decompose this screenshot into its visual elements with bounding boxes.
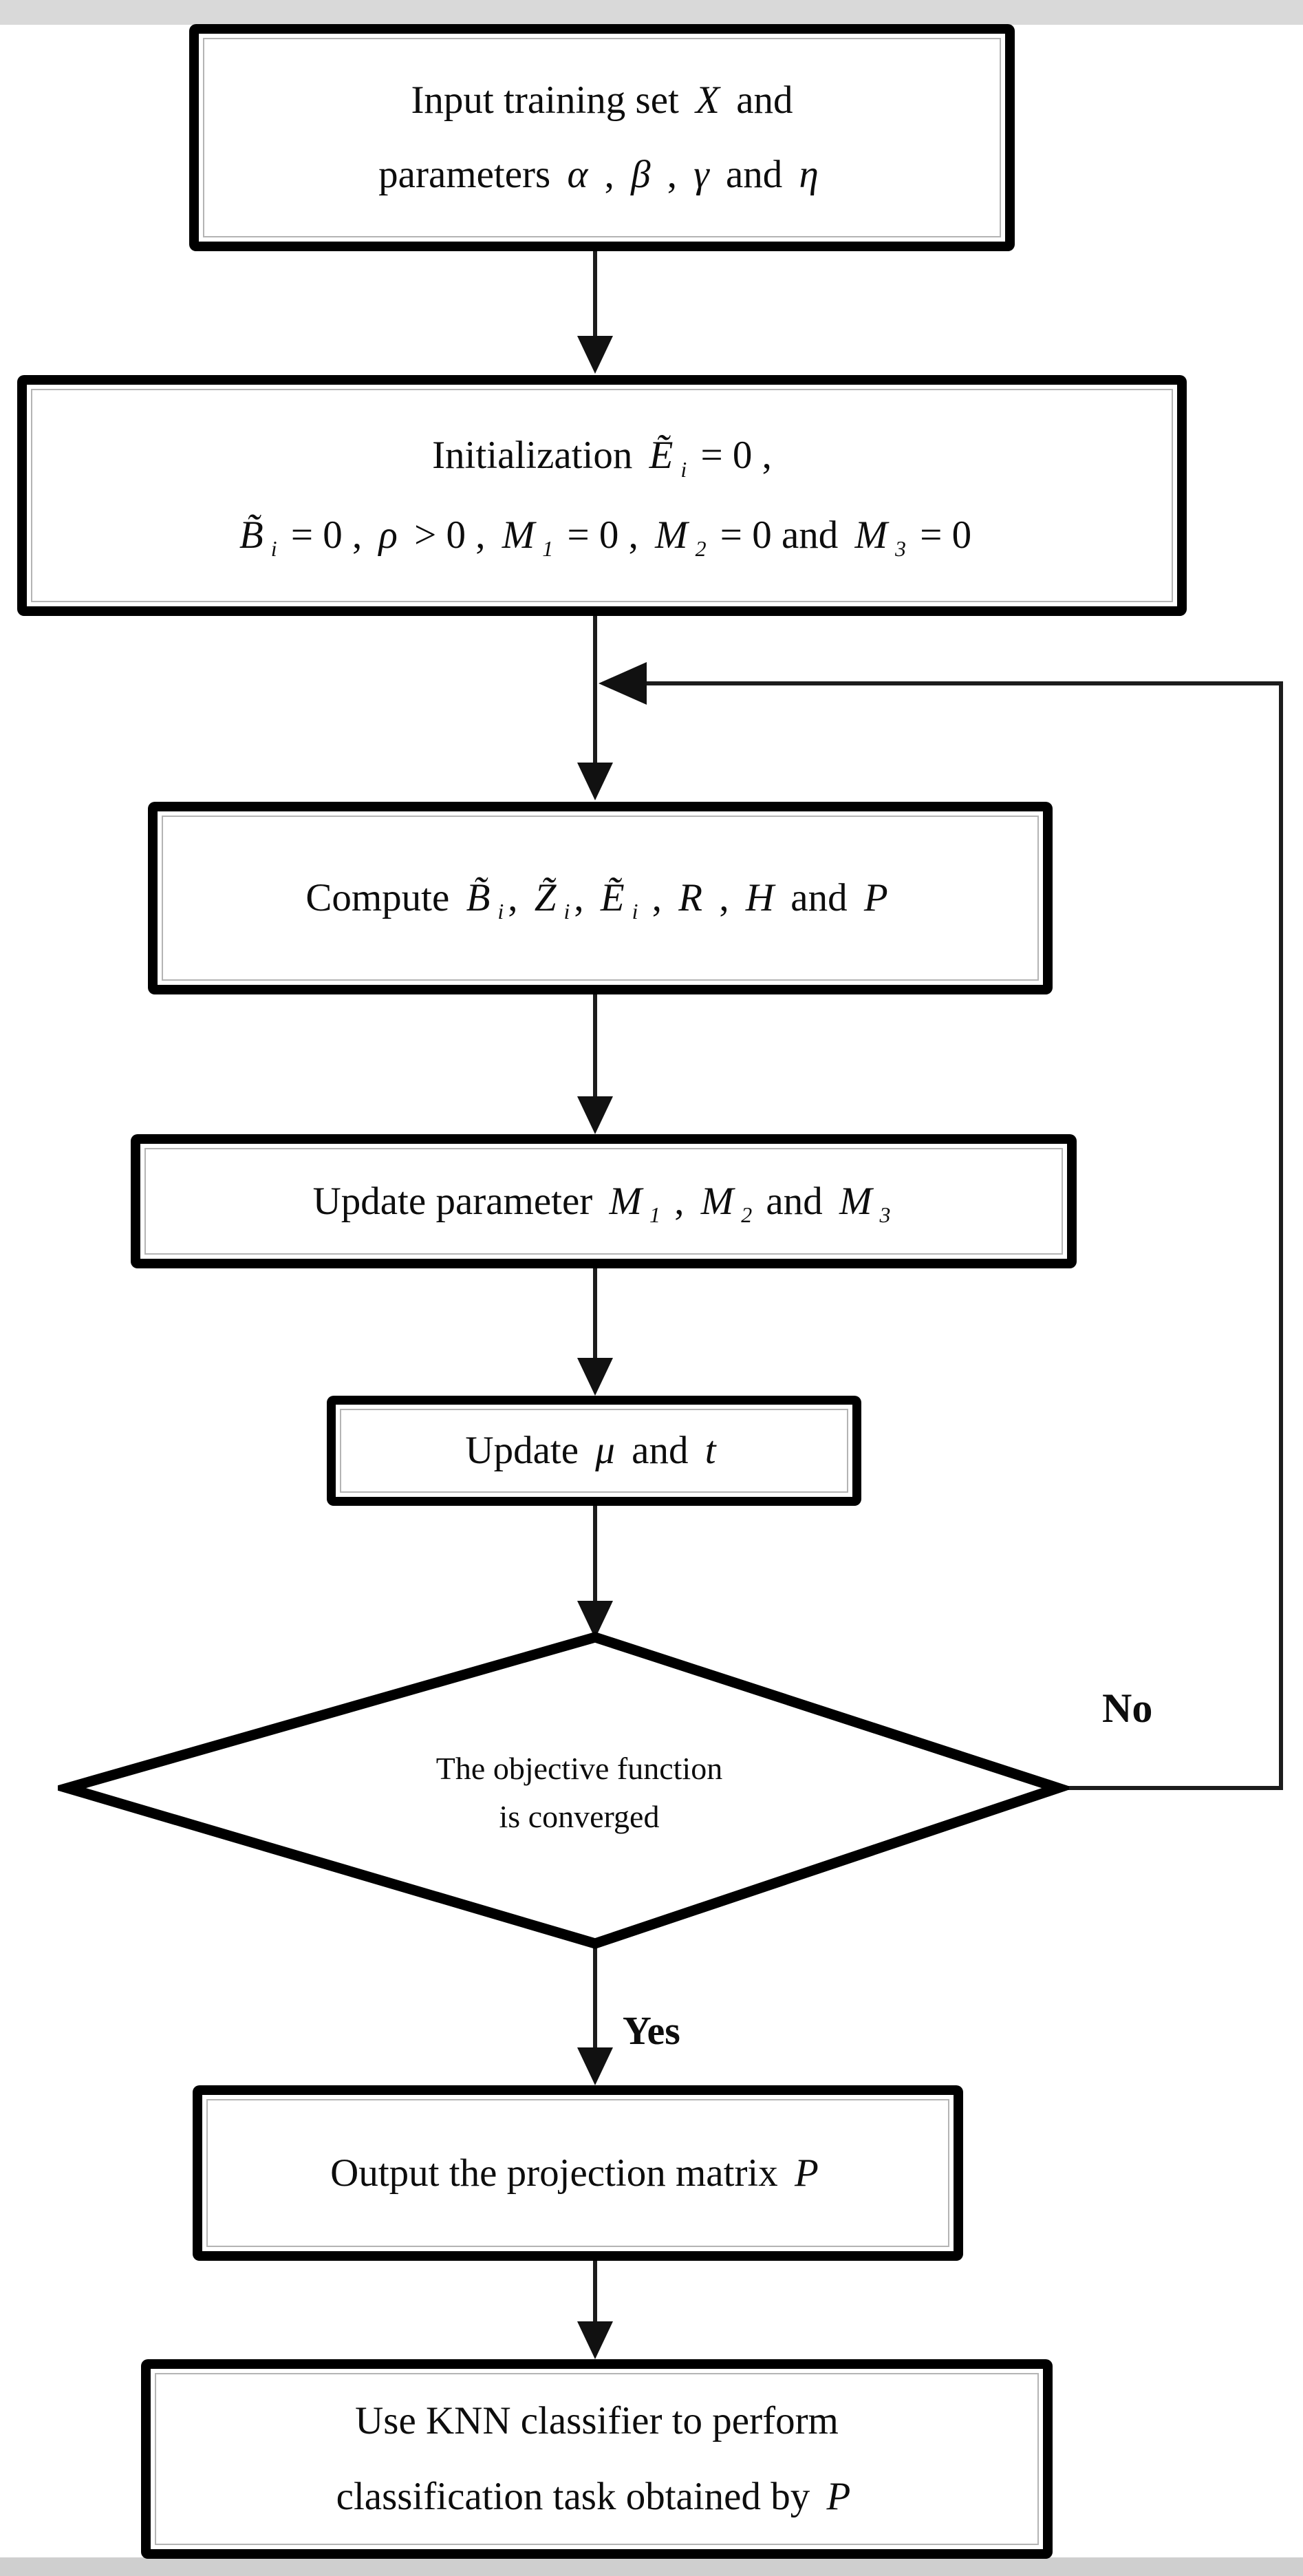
node-convergence-decision: The objective function is converged — [249, 1734, 909, 1851]
edge-label-no: No — [1102, 1685, 1153, 1731]
edge-label-yes: Yes — [623, 2008, 680, 2053]
scan-artifact-strip-bottom — [0, 2557, 1303, 2576]
arrowhead-into-update-mu — [577, 1358, 613, 1396]
arrowhead-into-compute — [577, 763, 613, 800]
node-text-line: Output the projection matrix P — [330, 2151, 819, 2195]
scan-artifact-strip-top — [0, 0, 1303, 25]
arrowhead-into-output — [577, 2047, 613, 2085]
arrowhead-into-init — [577, 336, 613, 374]
node-text-line: Use KNN classifier to perform — [355, 2399, 839, 2443]
diamond-outline — [58, 1632, 1069, 1949]
arrowhead-loopback-junction — [599, 662, 647, 705]
node-text-line: Input training set X and — [411, 78, 793, 123]
arrowhead-into-knn — [577, 2321, 613, 2359]
node-text-line: parameters α , β , γ and η — [378, 153, 819, 196]
no-loopback-line — [645, 681, 1283, 1790]
node-text-line: is converged — [499, 1799, 660, 1834]
node-input-training-set: Input training set X and parameters α , … — [189, 24, 1015, 251]
arrowhead-into-decision — [577, 1601, 613, 1639]
node-output-projection-matrix: Output the projection matrix P — [193, 2085, 963, 2261]
node-text-line: Update μ and t — [465, 1429, 716, 1473]
node-text-line: classification task obtained by P — [336, 2475, 851, 2518]
node-text-line: The objective function — [435, 1751, 723, 1786]
decision-diamond-shape — [58, 1632, 1069, 1949]
node-knn-classifier: Use KNN classifier to perform classifica… — [141, 2359, 1053, 2559]
arrowhead-into-update-params — [577, 1096, 613, 1134]
node-update-mu-t: Update μ and t — [327, 1396, 861, 1506]
